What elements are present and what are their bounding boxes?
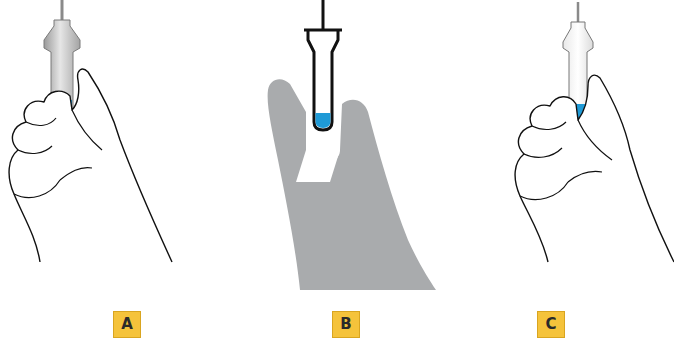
panel-label: C: [545, 317, 556, 332]
panel-c-hand: [515, 2, 674, 262]
label-box: C: [537, 311, 565, 338]
label-box: A: [113, 311, 141, 338]
panel-label: B: [340, 317, 351, 332]
panel-a-hand: [9, 0, 172, 262]
panel-b-hand: [268, 0, 436, 290]
panel-label: A: [121, 317, 133, 332]
label-box: B: [332, 311, 360, 338]
